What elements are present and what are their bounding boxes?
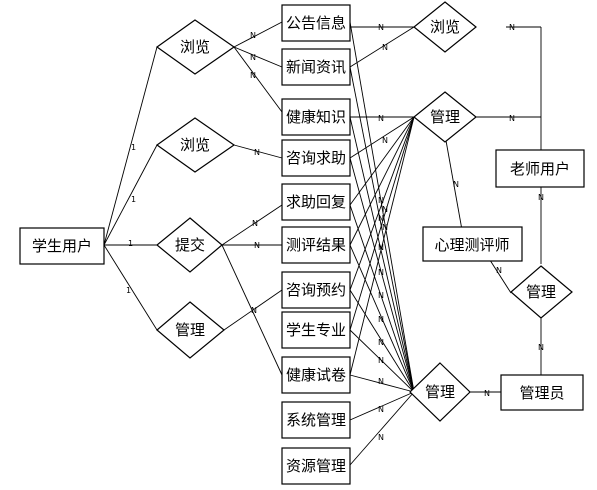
card-many: N xyxy=(378,356,384,365)
entity-health-knowledge[interactable]: 健康知识 xyxy=(281,98,351,136)
relationship-browse-top[interactable]: 浏览 xyxy=(155,19,236,75)
connector-lines xyxy=(103,21,542,466)
entity-teacher-user-label: 老师用户 xyxy=(510,160,570,178)
card-one: 1 xyxy=(128,239,133,248)
entity-student-major-label: 学生专业 xyxy=(286,321,346,339)
card-many: N xyxy=(378,338,384,347)
card-many: N xyxy=(382,223,388,232)
entity-health-paper-label: 健康试卷 xyxy=(286,366,346,384)
card-many: N xyxy=(378,196,384,205)
entity-consult-booking-label: 咨询预约 xyxy=(286,281,346,299)
entity-consult-help[interactable]: 咨询求助 xyxy=(281,139,351,177)
entity-admin[interactable]: 管理员 xyxy=(500,374,584,411)
card-many: N xyxy=(254,148,260,157)
relationship-manage-admin[interactable]: 管理 xyxy=(409,362,471,422)
relationship-manage-counselor[interactable]: 管理 xyxy=(510,265,573,319)
entity-consult-help-label: 咨询求助 xyxy=(286,149,346,167)
card-many: N xyxy=(378,291,384,300)
entity-health-knowledge-label: 健康知识 xyxy=(286,108,346,126)
relationship-browse-mid[interactable]: 浏览 xyxy=(155,117,236,173)
entity-teacher-user[interactable]: 老师用户 xyxy=(495,149,585,188)
entity-system-mgmt-label: 系统管理 xyxy=(286,411,346,429)
card-one: 1 xyxy=(131,195,136,204)
relationship-manage-teacher[interactable]: 管理 xyxy=(413,91,477,143)
card-many: N xyxy=(378,405,384,414)
entity-news[interactable]: 新闻资讯 xyxy=(281,48,351,86)
relationship-manage-teacher-label: 管理 xyxy=(430,108,460,126)
relationship-browse-top-label: 浏览 xyxy=(180,38,210,56)
entity-notice-label: 公告信息 xyxy=(286,14,346,32)
card-many: N xyxy=(538,193,544,202)
card-many: N xyxy=(250,71,256,80)
card-many: N xyxy=(250,53,256,62)
entity-health-paper[interactable]: 健康试卷 xyxy=(281,356,351,394)
card-many: N xyxy=(378,114,384,123)
card-many: N xyxy=(251,306,257,315)
relationship-submit-label: 提交 xyxy=(175,236,205,254)
entity-student-user[interactable]: 学生用户 xyxy=(19,227,105,265)
card-many: N xyxy=(382,136,388,145)
card-many: N xyxy=(496,266,502,275)
cardinality-labels: 1 1 1 1 N N N N N N N N N N N N N N N N … xyxy=(126,23,544,442)
entity-consult-booking[interactable]: 咨询预约 xyxy=(281,271,351,309)
card-many: N xyxy=(378,268,384,277)
card-many: N xyxy=(252,219,258,228)
card-many: N xyxy=(509,114,515,123)
entity-counselor-label: 心理测评师 xyxy=(434,236,509,254)
relationship-manage-counselor-label: 管理 xyxy=(526,283,556,301)
relationship-manage-admin-label: 管理 xyxy=(425,383,455,401)
card-many: N xyxy=(484,389,490,398)
card-many: N xyxy=(382,43,388,52)
entity-help-reply[interactable]: 求助回复 xyxy=(281,183,351,221)
entity-notice[interactable]: 公告信息 xyxy=(281,4,351,42)
card-many: N xyxy=(378,23,384,32)
card-many: N xyxy=(378,433,384,442)
entity-help-reply-label: 求助回复 xyxy=(286,193,346,211)
entity-admin-label: 管理员 xyxy=(519,384,564,402)
card-many: N xyxy=(378,315,384,324)
card-many: N xyxy=(538,343,544,352)
relationship-browse-teacher[interactable]: 浏览 xyxy=(413,1,477,53)
entity-student-major[interactable]: 学生专业 xyxy=(281,311,351,349)
entity-test-result-label: 测评结果 xyxy=(286,236,346,254)
card-many: N xyxy=(250,31,256,40)
card-many: N xyxy=(378,214,384,223)
entity-resource-mgmt-label: 资源管理 xyxy=(286,457,346,475)
card-one: 1 xyxy=(131,143,136,152)
card-one: 1 xyxy=(126,286,131,295)
entity-test-result[interactable]: 测评结果 xyxy=(281,226,351,264)
entity-news-label: 新闻资讯 xyxy=(286,58,346,76)
relationship-manage-student-label: 管理 xyxy=(175,321,205,339)
relationship-browse-teacher-label: 浏览 xyxy=(430,18,460,36)
card-many: N xyxy=(378,377,384,386)
card-many: N xyxy=(254,241,260,250)
card-many: N xyxy=(509,23,515,32)
card-many: N xyxy=(382,205,388,214)
entity-system-mgmt[interactable]: 系统管理 xyxy=(281,401,351,439)
entity-student-user-label: 学生用户 xyxy=(32,237,92,255)
relationship-browse-mid-label: 浏览 xyxy=(180,136,210,154)
relationship-manage-student[interactable]: 管理 xyxy=(156,301,225,359)
card-many: N xyxy=(453,180,459,189)
entity-resource-mgmt[interactable]: 资源管理 xyxy=(281,447,351,485)
entity-counselor[interactable]: 心理测评师 xyxy=(422,226,523,262)
relationship-submit[interactable]: 提交 xyxy=(156,217,223,273)
card-many: N xyxy=(378,243,384,252)
